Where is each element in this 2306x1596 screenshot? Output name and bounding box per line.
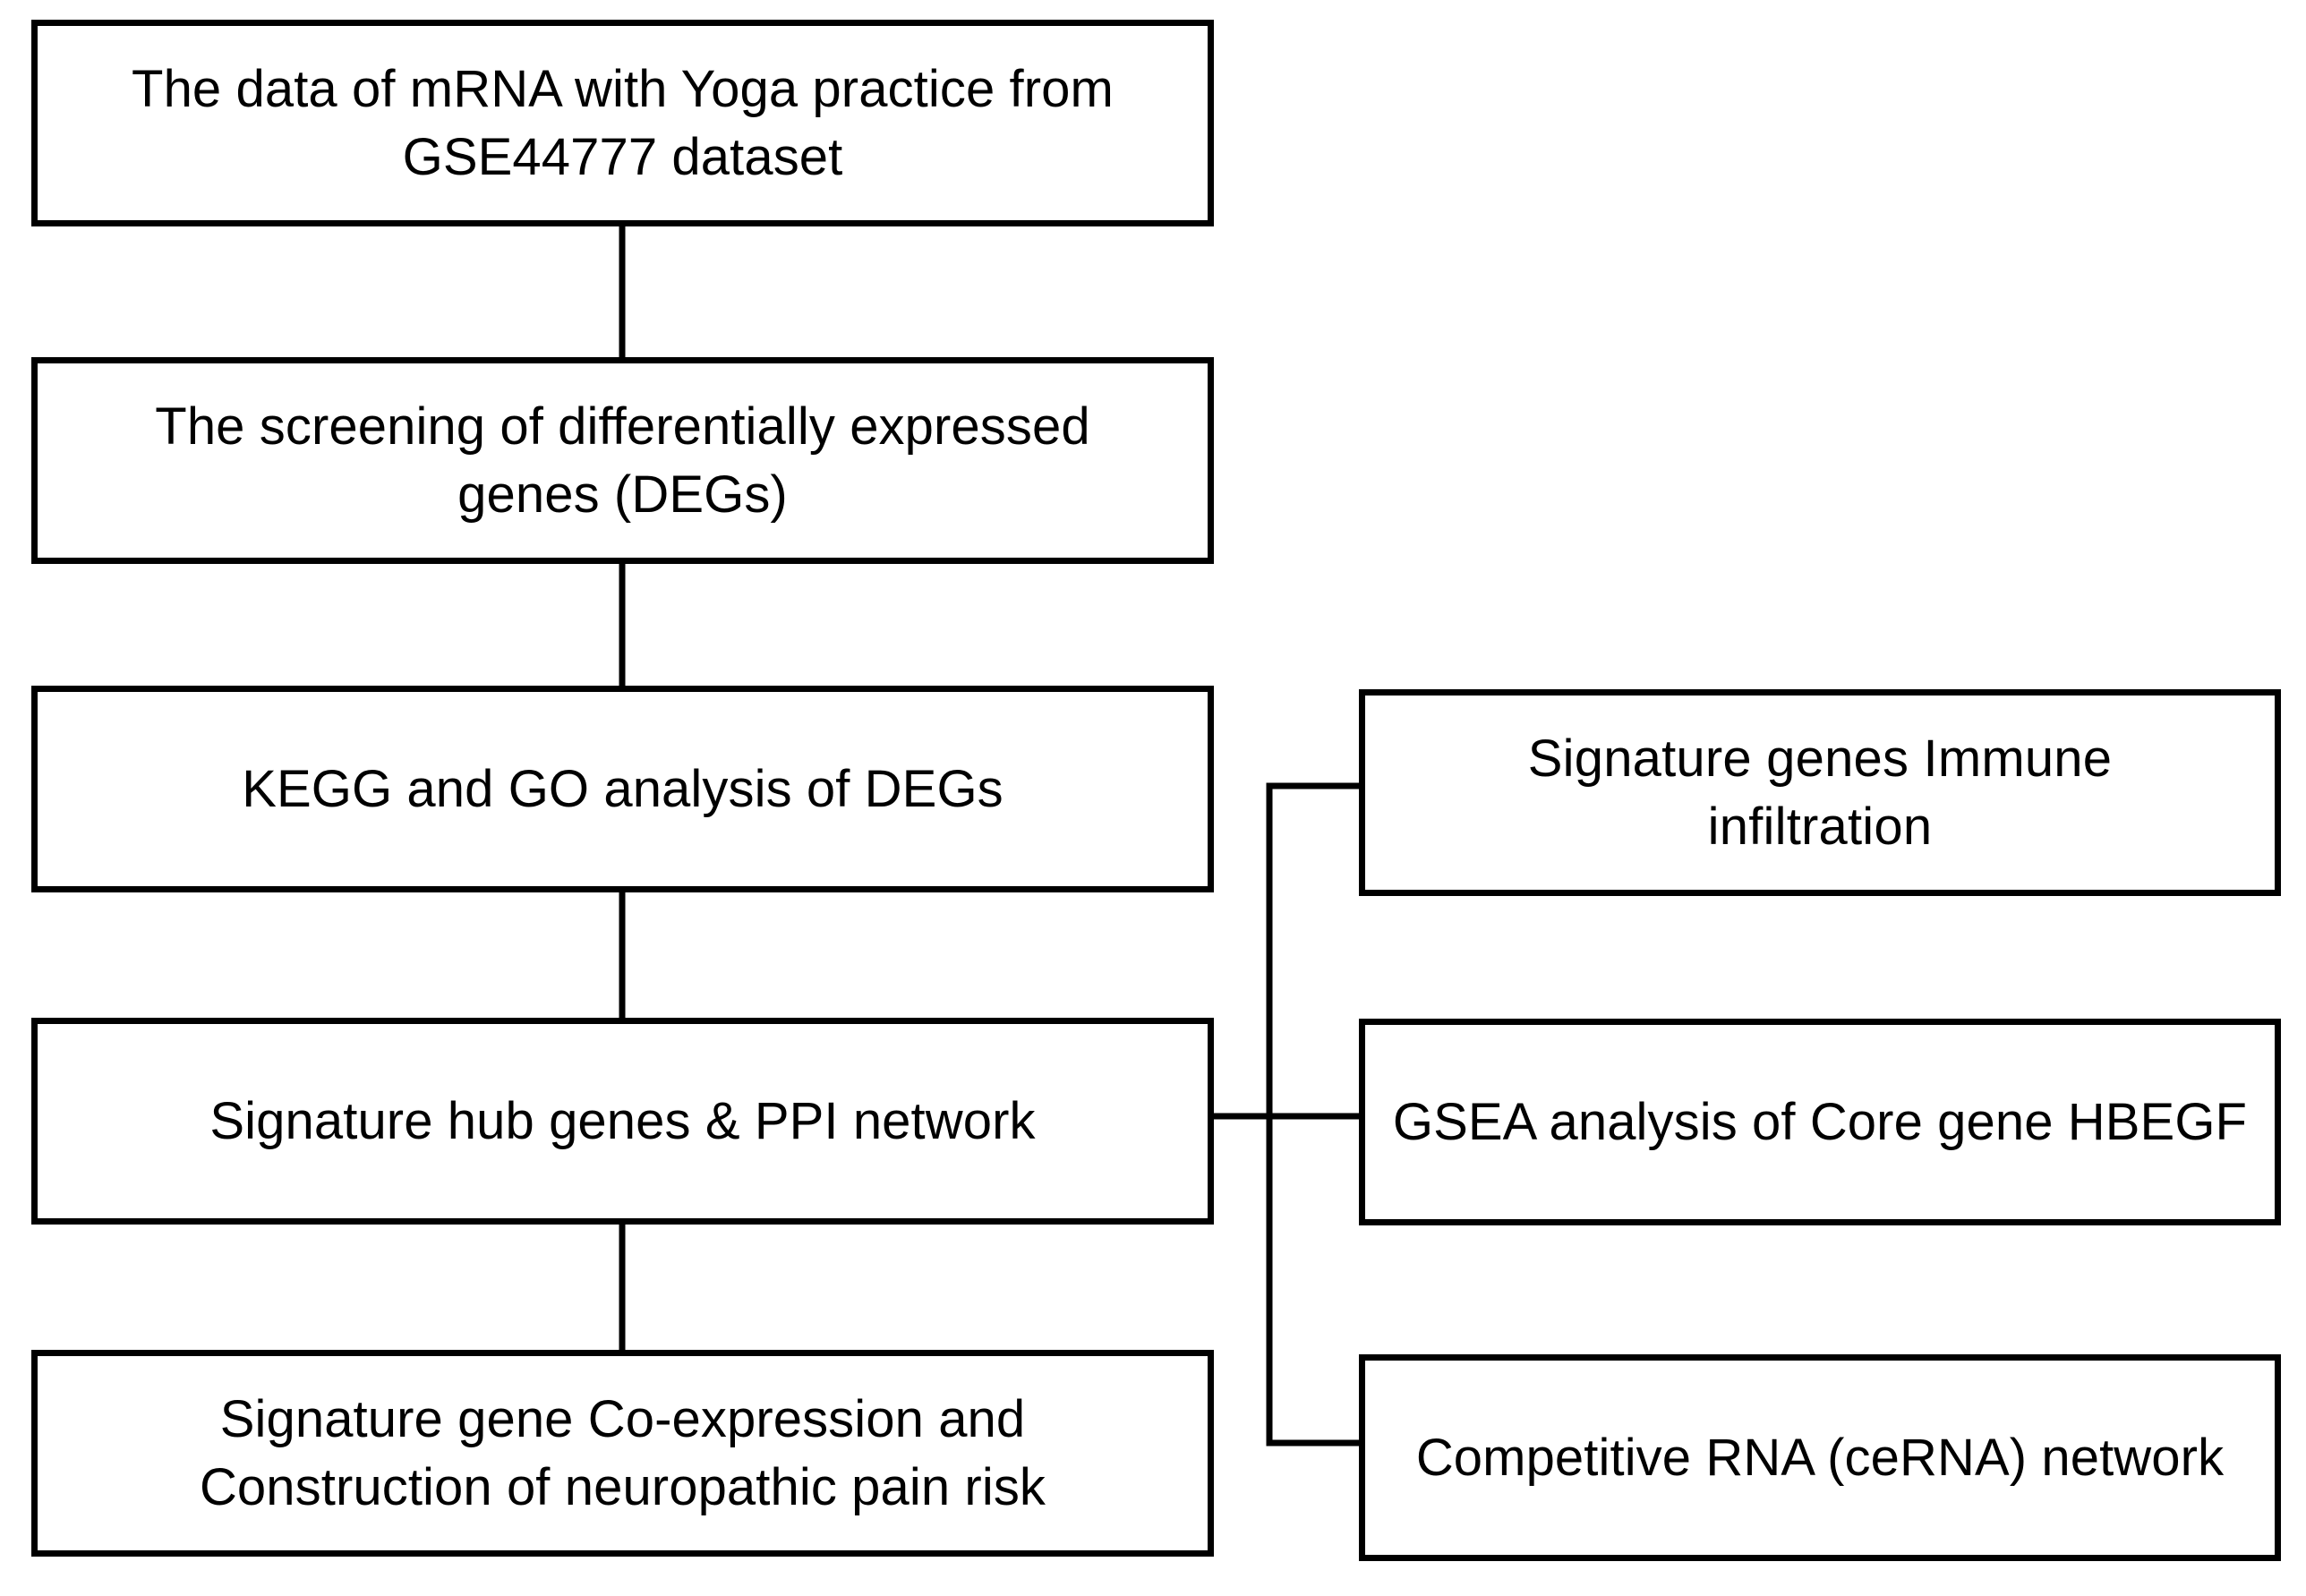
edge-n4-cerna <box>1266 1116 1359 1447</box>
node-gsea-hbegf[interactable]: GSEA analysis of Core gene HBEGF <box>1359 1019 2281 1225</box>
node-label-immune-infiltration: Signature genes Immune infiltration <box>1527 730 2113 856</box>
node-immune-infiltration[interactable]: Signature genes Immune infiltration <box>1359 689 2281 896</box>
node-label-gsea-hbegf: GSEA analysis of Core gene HBEGF <box>1392 1092 2248 1151</box>
node-label-cerna-network: Competitive RNA (ceRNA) network <box>1415 1428 2225 1487</box>
node-deg-screening[interactable]: The screening of differentially expresse… <box>31 357 1214 564</box>
node-label-coexpression-risk: Signature gene Co-expression and Constru… <box>199 1390 1046 1516</box>
edge-n4-immune <box>1266 782 1359 1116</box>
node-label-kegg-go-analysis: KEGG and GO analysis of DEGs <box>242 759 1004 818</box>
node-cerna-network[interactable]: Competitive RNA (ceRNA) network <box>1359 1354 2281 1561</box>
node-kegg-go-analysis[interactable]: KEGG and GO analysis of DEGs <box>31 686 1214 892</box>
node-label-deg-screening: The screening of differentially expresse… <box>155 397 1090 524</box>
node-coexpression-risk[interactable]: Signature gene Co-expression and Constru… <box>31 1350 1214 1557</box>
node-label-dataset-source: The data of mRNA with Yoga practice from… <box>132 60 1114 186</box>
node-hub-genes-ppi[interactable]: Signature hub genes & PPI network <box>31 1018 1214 1225</box>
node-label-hub-genes-ppi: Signature hub genes & PPI network <box>209 1091 1036 1150</box>
node-dataset-source[interactable]: The data of mRNA with Yoga practice from… <box>31 20 1214 226</box>
